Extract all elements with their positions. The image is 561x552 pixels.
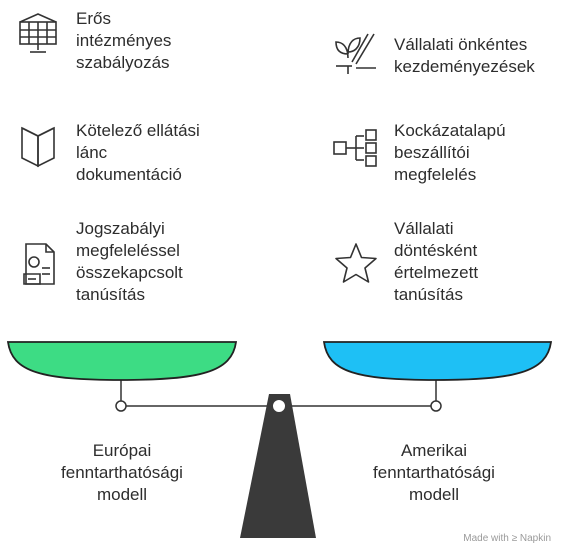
- hand-plant-icon: [332, 28, 380, 76]
- left-item-2: Kötelező ellátási lánc dokumentáció: [14, 120, 200, 186]
- government-building-icon: [14, 8, 62, 56]
- right-item-1: Vállalati önkéntes kezdeményezések: [332, 28, 535, 78]
- left-item-2-label: Kötelező ellátási lánc dokumentáció: [76, 121, 200, 184]
- right-pivot-ring: [430, 400, 442, 412]
- left-pivot-ring: [115, 400, 127, 412]
- left-item-3-label: Jogszabályi megfeleléssel összekapcsolt …: [76, 219, 183, 304]
- right-pan: [322, 341, 553, 381]
- left-item-1-label: Erős intézményes szabályozás: [76, 9, 172, 72]
- right-item-3: Vállalati döntésként értelmezett tanúsít…: [332, 218, 478, 306]
- center-pivot: [271, 398, 287, 414]
- right-item-2-label: Kockázatalapú beszállítói megfelelés: [394, 121, 506, 184]
- left-item-3: Jogszabályi megfeleléssel összekapcsolt …: [14, 218, 183, 306]
- open-book-icon: [14, 120, 62, 168]
- right-caption: Amerikai fenntarthatósági modell: [373, 441, 495, 504]
- left-caption: Európai fenntarthatósági modell: [61, 441, 183, 504]
- left-pan: [6, 341, 238, 381]
- right-item-2: Kockázatalapú beszállítói megfelelés: [332, 120, 506, 186]
- watermark: Made with ≥ Napkin: [463, 533, 551, 544]
- flow-network-icon: [332, 124, 380, 172]
- star-icon: [332, 240, 380, 288]
- right-item-1-label: Vállalati önkéntes kezdeményezések: [394, 35, 535, 76]
- right-item-3-label: Vállalati döntésként értelmezett tanúsít…: [394, 219, 479, 304]
- certificate-document-icon: [14, 240, 62, 288]
- scale-base: [240, 394, 316, 538]
- left-item-1: Erős intézményes szabályozás: [14, 8, 171, 74]
